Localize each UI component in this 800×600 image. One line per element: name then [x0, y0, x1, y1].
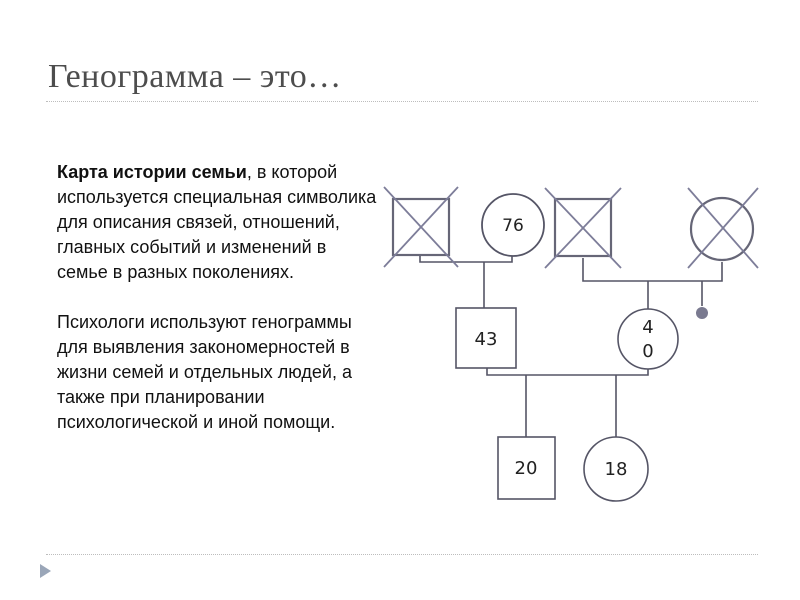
title-divider	[46, 101, 758, 102]
male-square	[497, 436, 556, 500]
maternal-grandmother-symbol	[687, 187, 759, 269]
deceased-cross	[544, 187, 622, 269]
marriage-line-paternal-grandparents	[419, 256, 513, 263]
play-arrow-icon	[40, 564, 51, 578]
daughter-age: 18	[605, 459, 628, 480]
genogram-lines	[419, 256, 723, 437]
paternal-grandmother-symbol: 76	[481, 193, 545, 257]
female-circle	[583, 436, 649, 502]
father-age: 43	[475, 329, 498, 350]
definition-lead: Карта истории семьи	[57, 162, 247, 182]
female-circle	[481, 193, 545, 257]
son-age: 20	[515, 458, 538, 479]
mother-symbol: 4 0	[617, 308, 679, 370]
maternal-grandfather-symbol	[544, 187, 622, 269]
slide-title: Генограмма – это…	[48, 58, 342, 95]
female-circle	[617, 308, 679, 370]
marriage-line-parents	[486, 368, 649, 376]
footer-divider	[46, 554, 758, 555]
daughter-symbol: 18	[583, 436, 649, 502]
definition-rest: , в которой используется специальная сим…	[57, 162, 377, 282]
paternal-grandfather-symbol	[383, 186, 459, 268]
paragraph-definition: Карта истории семьи, в которой используе…	[57, 160, 377, 285]
description-text: Карта истории семьи, в которой используе…	[57, 160, 377, 435]
son-symbol: 20	[497, 436, 556, 500]
deceased-cross	[687, 187, 759, 269]
marriage-line-maternal-grandparents	[582, 258, 723, 282]
mother-age-line2: 0	[642, 341, 653, 362]
paragraph-usage: Психологи используют генограммы для выяв…	[57, 312, 352, 432]
sibling-dot	[696, 307, 708, 319]
paternal-grandmother-age: 76	[502, 216, 524, 236]
mother-age-line1: 4	[642, 317, 653, 338]
deceased-cross	[383, 186, 459, 268]
male-square	[455, 307, 517, 369]
father-symbol: 43	[455, 307, 517, 369]
